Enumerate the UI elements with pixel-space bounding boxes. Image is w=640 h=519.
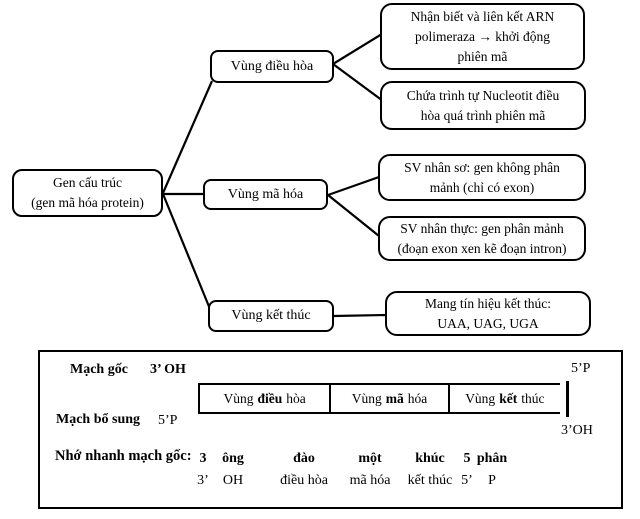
mnemonic-meaning: 3’ <box>197 473 209 488</box>
connector-coding-to-leaf2 <box>327 194 380 237</box>
connector-regulatory-to-leaf2 <box>332 63 384 102</box>
mnemonic-word: khúc <box>415 451 445 466</box>
connector-terminator-to-leaf <box>333 313 387 318</box>
root-node-gene: Gen cấu trúc (gen mã hóa protein) <box>12 169 163 217</box>
branch-node-terminator-region: Vùng kết thúc <box>208 300 334 332</box>
region-text: hóa <box>407 390 428 406</box>
region-text: hòa <box>286 390 306 406</box>
branch-node-coding-region: Vùng mã hóa <box>203 179 328 210</box>
region-text-bold: điều <box>257 390 283 406</box>
mnemonic-column-5: khúc kết thúc <box>408 448 453 492</box>
strand-end-tick <box>566 381 569 417</box>
mnemonic-word: một <box>358 451 382 466</box>
region-text: Vùng <box>351 390 382 406</box>
complement-strand-label: Mạch bổ sung <box>56 412 141 427</box>
mnemonic-column-7: phân P <box>477 448 507 492</box>
template-strand-right-end: 5’P <box>571 361 591 376</box>
leaf-node-coding-eukaryote: SV nhân thực: gen phân mảnh (đoạn exon x… <box>378 216 586 261</box>
region-text: Vùng <box>465 390 496 406</box>
template-strand-left-end: 3’ OH <box>150 362 186 377</box>
mnemonic-word: phân <box>476 451 508 466</box>
complement-strand-right-end: 3’OH <box>561 423 593 438</box>
branch-node-regulatory-region: Vùng điều hòa <box>210 50 334 83</box>
leaf-node-regulatory-function-2: Chứa trình tự Nucleotit điều hòa quá trì… <box>380 81 586 130</box>
mnemonic-word: 3 <box>199 451 207 466</box>
mnemonic-column-1: 3 3’ <box>197 448 209 492</box>
complement-strand-left-end: 5’P <box>158 413 178 428</box>
connector-root-to-regulatory <box>161 80 214 194</box>
template-strand-label: Mạch gốc <box>70 362 128 377</box>
mnemonic-word: đào <box>293 451 315 466</box>
mnemonic-column-2: ông OH <box>222 448 244 492</box>
mnemonic-meaning: điều hòa <box>280 473 328 488</box>
mnemonic-meaning: mã hóa <box>349 473 391 488</box>
mnemonic-word: 5 <box>463 451 471 466</box>
connector-regulatory-to-leaf1 <box>332 33 383 65</box>
mnemonic-label: Nhớ nhanh mạch gốc: <box>55 448 192 464</box>
region-text-bold: mã <box>385 390 404 406</box>
connector-root-to-terminator <box>161 193 212 310</box>
mnemonic-meaning: 5’ <box>461 473 473 488</box>
mnemonic-column-6: 5 5’ <box>461 448 473 492</box>
mnemonic-meaning: P <box>488 473 496 488</box>
mnemonic-meaning: OH <box>222 473 244 488</box>
mnemonic-column-4: một mã hóa <box>350 448 391 492</box>
mnemonic-word: ông <box>222 451 244 466</box>
mnemonic-column-3: đào điều hòa <box>280 448 328 492</box>
mnemonic-meaning: kết thúc <box>407 473 453 488</box>
leaf-node-terminator-signal: Mang tín hiệu kết thúc: UAA, UAG, UGA <box>385 291 591 336</box>
region-text: Vùng <box>223 390 254 406</box>
region-text-bold: kết <box>499 390 518 406</box>
connector-coding-to-leaf1 <box>327 175 380 197</box>
leaf-node-regulatory-function-1: Nhận biết và liên kết ARN polimeraza → k… <box>380 3 585 70</box>
leaf-node-coding-prokaryote: SV nhân sơ: gen không phân mảnh (chỉ có … <box>378 154 586 201</box>
region-text: thúc <box>521 390 545 406</box>
